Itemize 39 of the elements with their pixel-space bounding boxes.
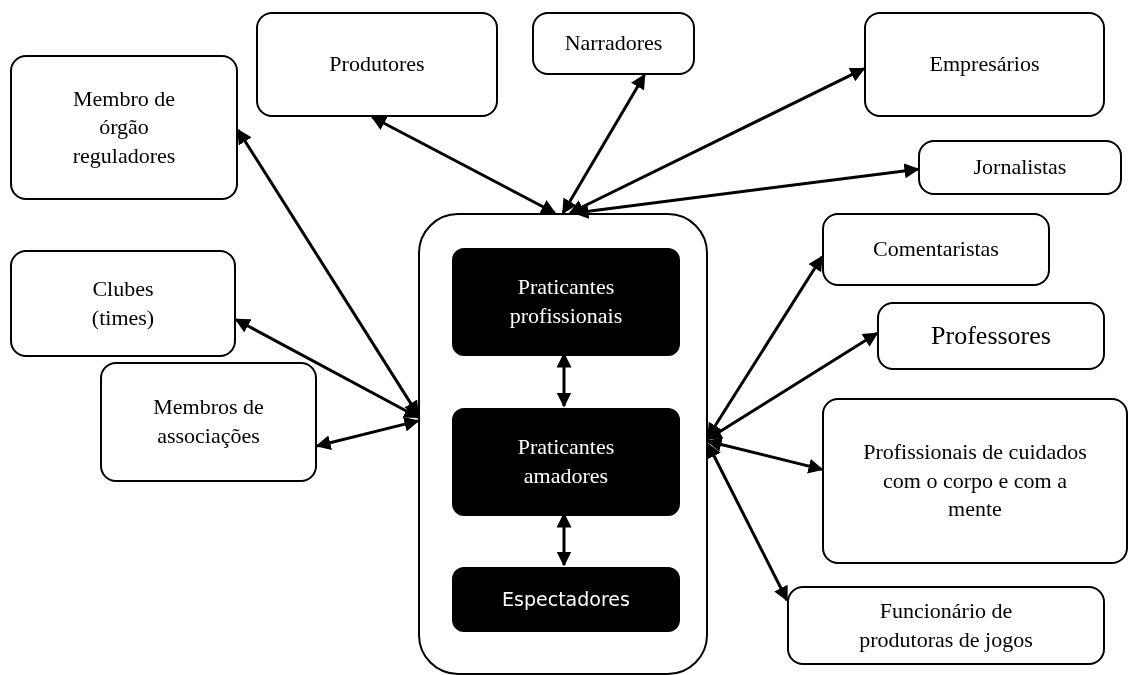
rounded-box	[918, 140, 1122, 195]
double-arrow	[706, 255, 824, 439]
double-arrow	[561, 73, 646, 215]
box-label: Espectadores	[501, 587, 631, 612]
box-label: Clubes (times)	[90, 274, 156, 332]
rounded-box	[787, 586, 1105, 665]
box-label: Membro de órgão reguladores	[71, 84, 177, 170]
box-label: Professores	[930, 320, 1052, 353]
box-label: Narradores	[563, 29, 664, 58]
rounded-box	[822, 213, 1050, 286]
box-label: Funcionário de produtoras de jogos	[858, 596, 1034, 654]
rounded-box	[877, 302, 1105, 370]
box-label: Produtores	[328, 50, 426, 79]
double-arrow	[234, 318, 420, 419]
box-label: Praticantes amadores	[516, 433, 616, 490]
box-label: Jornalistas	[972, 153, 1068, 182]
rounded-box	[100, 362, 317, 482]
box-label: Profissionais de cuidados com o corpo e com a mente	[862, 438, 1088, 524]
double-arrow	[706, 442, 789, 602]
dark-box	[452, 408, 680, 516]
double-arrow	[370, 115, 557, 215]
container-box	[418, 213, 708, 675]
rounded-box	[10, 250, 236, 357]
rounded-box	[822, 398, 1128, 564]
box-label: Praticantes profissionais	[508, 273, 624, 330]
double-arrow	[706, 437, 824, 474]
box-label: Membros de associações	[152, 393, 265, 450]
box-label: Comentaristas	[872, 235, 1000, 264]
rounded-box	[532, 12, 695, 75]
double-arrow	[706, 332, 879, 441]
dark-box	[452, 567, 680, 632]
rounded-box	[256, 12, 498, 117]
rounded-box	[10, 55, 238, 200]
box-label: Empresários	[928, 50, 1041, 79]
double-arrow	[236, 128, 420, 417]
double-arrow	[568, 67, 866, 215]
double-arrow	[315, 416, 420, 450]
dark-box	[452, 248, 680, 356]
rounded-box	[864, 12, 1105, 117]
